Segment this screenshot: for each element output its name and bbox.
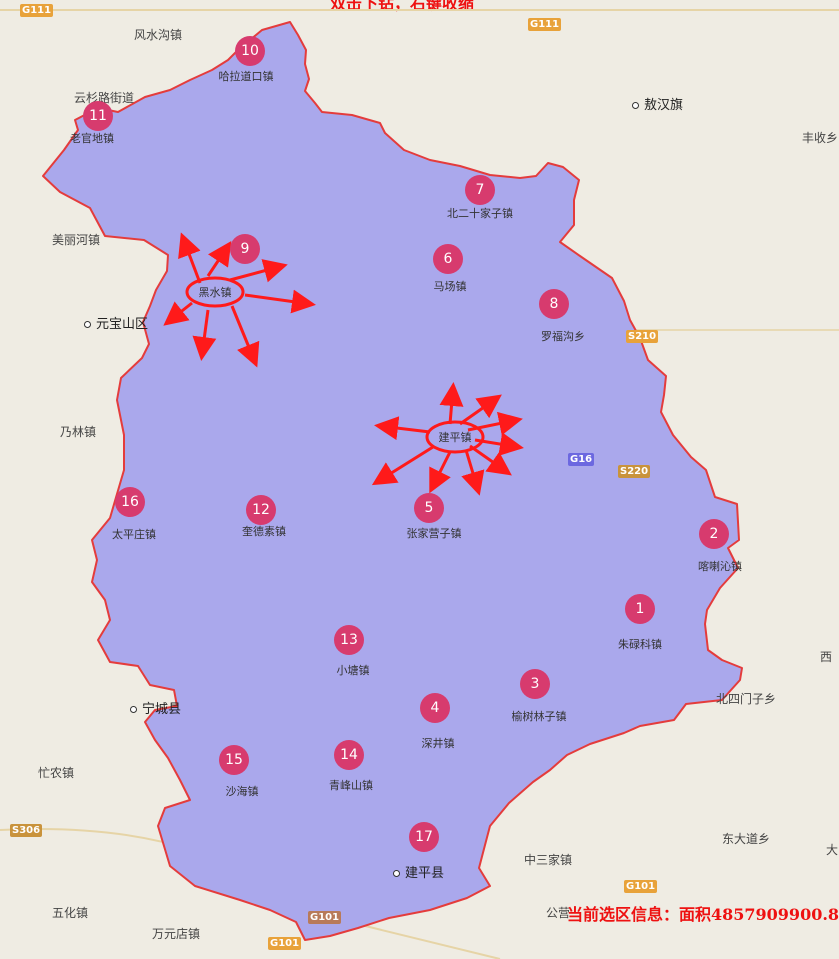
town-label: 奎德素镇 [242,525,286,538]
place-label: 公营 [546,906,571,920]
place-label: 忙农镇 [38,766,75,780]
marker-8[interactable]: 8 [539,289,569,319]
road-shield: G111 [20,4,54,17]
place-label: 大 [826,843,839,857]
marker-12[interactable]: 12 [246,495,276,525]
town-label: 喀喇沁镇 [698,560,742,573]
road-shield: G111 [528,18,562,31]
place-name: 建平县 [405,866,445,881]
hub-arrows-heishui [163,232,316,368]
marker-5[interactable]: 5 [414,493,444,523]
marker-7[interactable]: 7 [465,175,495,205]
town-label: 罗福沟乡 [541,330,585,343]
place-label: 西 [820,650,833,664]
place-label: 丰收乡 [802,131,839,145]
place-label: 云杉路街道 [74,91,135,105]
road-shield: S306 [10,824,43,837]
place-label: 建平县 [393,862,444,881]
marker-16[interactable]: 16 [115,487,145,517]
road-shield: G16 [568,453,595,466]
marker-9[interactable]: 9 [230,234,260,264]
place-name: 宁城县 [142,702,182,717]
road-shield: G101 [624,880,658,893]
city-dot-icon [393,870,400,877]
city-dot-icon [130,706,137,713]
hub-label-jianping: 建平镇 [438,431,472,444]
marker-15[interactable]: 15 [219,745,249,775]
town-label: 沙海镇 [225,785,259,798]
marker-11[interactable]: 11 [83,101,113,131]
town-label: 青峰山镇 [329,779,373,792]
road-shield: S220 [618,465,651,478]
town-label: 马场镇 [433,280,467,293]
place-label: 中三家镇 [524,853,573,867]
place-label: 东大道乡 [722,832,771,846]
town-label: 张家营子镇 [406,527,462,540]
marker-1[interactable]: 1 [625,594,655,624]
hub-label-heishui: 黑水镇 [198,286,232,299]
road-shield: G101 [308,911,342,924]
place-label: 乃林镇 [60,425,97,439]
marker-4[interactable]: 4 [420,693,450,723]
town-label: 太平庄镇 [112,528,156,541]
town-label: 深井镇 [421,737,455,750]
marker-6[interactable]: 6 [433,244,463,274]
place-label: 敖汉旗 [632,94,683,113]
marker-13[interactable]: 13 [334,625,364,655]
marker-14[interactable]: 14 [334,740,364,770]
marker-17[interactable]: 17 [409,822,439,852]
county-region[interactable] [42,21,743,941]
marker-10[interactable]: 10 [235,36,265,66]
marker-2[interactable]: 2 [699,519,729,549]
selection-info: 当前选区信息：面积4857909900.8 [567,905,839,924]
hub-ellipse-heishui[interactable] [185,276,245,308]
city-dot-icon [84,321,91,328]
place-label: 北四门子乡 [716,692,777,706]
town-label: 朱碌科镇 [618,638,662,651]
place-label: 宁城县 [130,698,181,717]
place-label: 五化镇 [52,906,89,920]
town-label: 哈拉道口镇 [218,70,274,83]
hub-ellipse-jianping[interactable] [425,420,485,454]
hub-arrows-jianping [371,382,524,496]
road-shield: S210 [626,330,659,343]
marker-3[interactable]: 3 [520,669,550,699]
road-shield: G101 [268,937,302,950]
town-label: 小塘镇 [336,664,370,677]
town-label: 榆树林子镇 [511,710,567,723]
city-dot-icon [632,102,639,109]
place-name: 敖汉旗 [644,98,684,113]
town-label: 北二十家子镇 [447,207,513,220]
place-label: 美丽河镇 [52,233,101,247]
town-label: 老官地镇 [70,132,114,145]
place-label: 风水沟镇 [134,28,183,42]
place-label: 万元店镇 [152,927,201,941]
place-label: 元宝山区 [84,313,148,332]
place-name: 元宝山区 [96,317,149,332]
